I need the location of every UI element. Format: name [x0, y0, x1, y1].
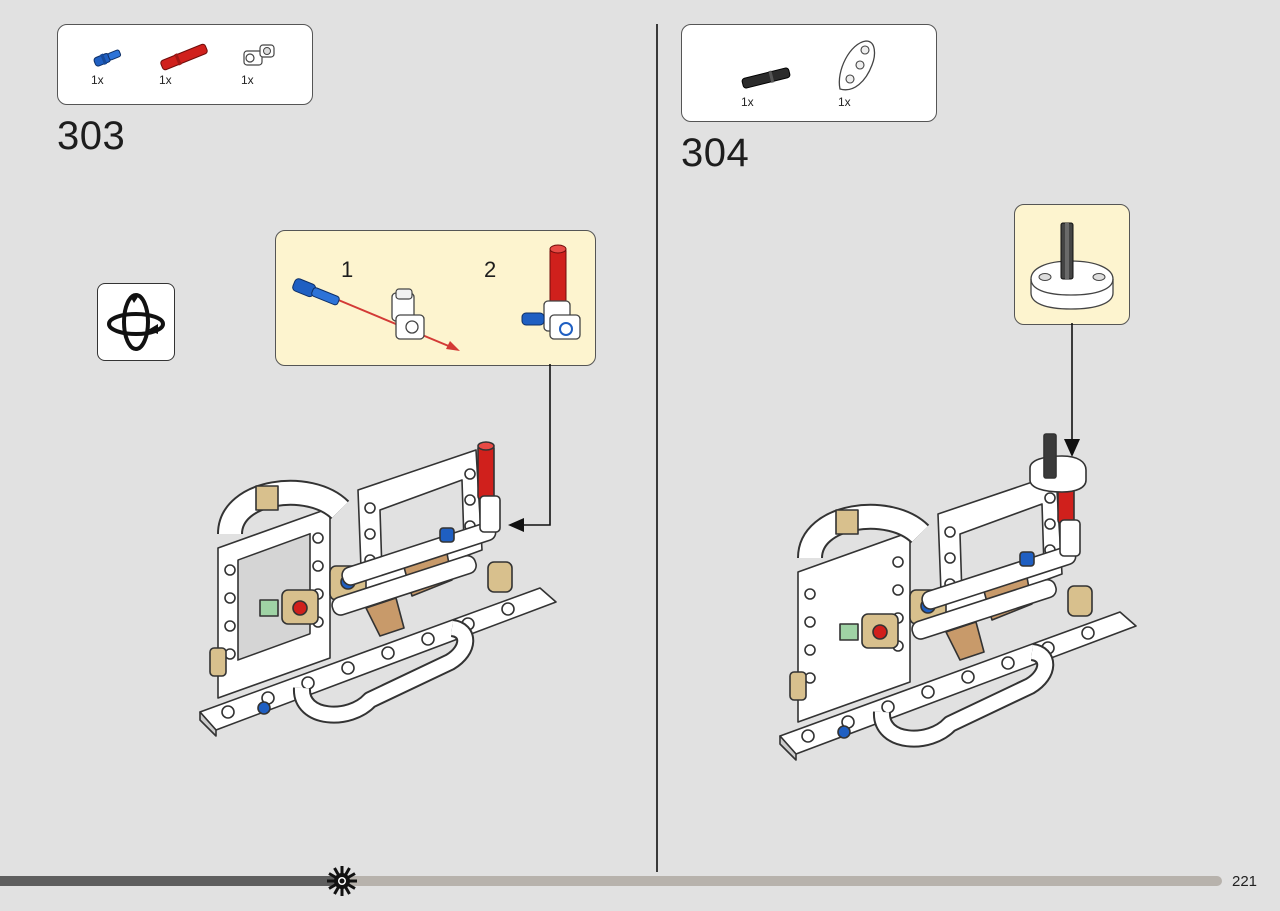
part-qty: 1x [159, 73, 172, 87]
rotate-model-icon [107, 293, 165, 351]
model-illustration-304 [779, 433, 1137, 761]
substep-2-illustration [521, 244, 581, 340]
sub-assembly-callout [1014, 204, 1130, 325]
part-qty: 1x [91, 73, 104, 87]
model-illustration-303 [199, 441, 557, 737]
part-qty: 1x [838, 95, 851, 109]
white-liftarm-icon [838, 40, 876, 91]
sub-assembly-callout: 1 2 [275, 230, 596, 366]
callout-leader-arrow [508, 364, 551, 532]
liftarm-with-axle-illustration [1030, 222, 1114, 310]
page-number: 221 [1232, 873, 1258, 890]
progress-bar [0, 876, 1222, 886]
callout-leader-arrow [1064, 323, 1080, 457]
rotate-model-box [97, 283, 175, 361]
progress-bar-fill [0, 876, 343, 886]
blue-axle-pin-icon [93, 49, 122, 67]
step-number-303: 303 [57, 114, 126, 158]
gear-sun-icon [327, 866, 358, 896]
parts-list-303: 1x 1x 1x [57, 24, 313, 105]
part-qty: 1x [741, 95, 754, 109]
white-connector-icon [243, 44, 275, 66]
parts-list-304: 1x 1x [681, 24, 937, 122]
substep-number: 2 [484, 257, 497, 282]
substep-1-illustration [292, 278, 460, 351]
step-number-304: 304 [681, 131, 750, 175]
red-axle-icon [160, 43, 208, 71]
black-axle-icon [741, 67, 791, 89]
substep-number: 1 [341, 257, 354, 282]
part-qty: 1x [241, 73, 254, 87]
page-divider [656, 24, 658, 872]
